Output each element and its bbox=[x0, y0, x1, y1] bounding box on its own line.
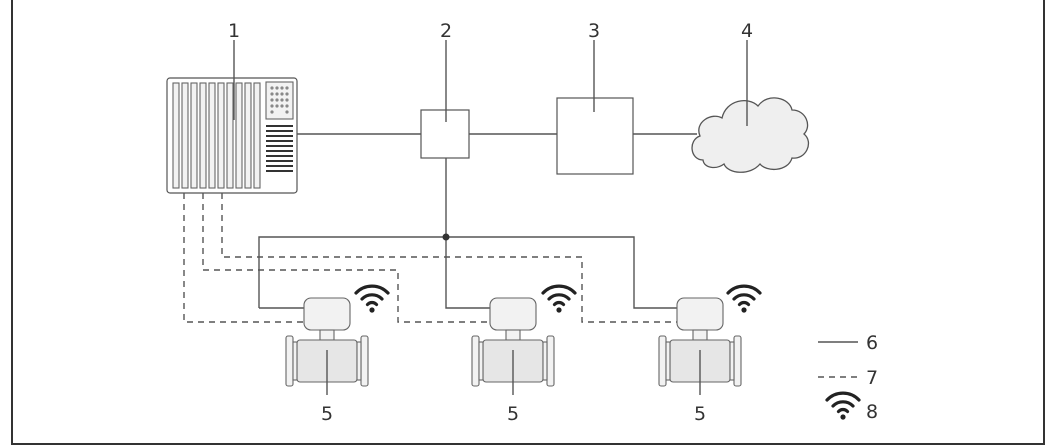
callout-3: 3 bbox=[588, 20, 600, 42]
callout-1: 1 bbox=[228, 20, 240, 42]
legend-label-7: 7 bbox=[866, 367, 878, 389]
legend-label-8: 8 bbox=[866, 401, 878, 423]
callout-4: 4 bbox=[741, 20, 753, 42]
fieldbus-drop-2 bbox=[445, 237, 492, 309]
wifi-icon bbox=[354, 284, 390, 315]
wifi-icon bbox=[726, 284, 762, 315]
wifi-icon bbox=[541, 284, 577, 315]
junction-dot bbox=[442, 233, 450, 241]
callout-2: 2 bbox=[440, 20, 452, 42]
wifi-icon bbox=[825, 391, 861, 422]
switch-box bbox=[420, 109, 470, 159]
service-line-2 bbox=[202, 193, 492, 323]
service-line-1 bbox=[183, 193, 304, 323]
callout-5: 5 bbox=[321, 403, 333, 425]
legend-label-6: 6 bbox=[866, 332, 878, 354]
automation-system-icon bbox=[166, 77, 298, 194]
diagram-frame bbox=[11, 0, 1045, 445]
cloud-icon bbox=[691, 97, 809, 173]
service-line-3 bbox=[221, 193, 680, 323]
callout-5: 5 bbox=[507, 403, 519, 425]
gateway-box bbox=[556, 97, 634, 175]
fieldbus-line bbox=[258, 236, 680, 309]
callout-5: 5 bbox=[694, 403, 706, 425]
